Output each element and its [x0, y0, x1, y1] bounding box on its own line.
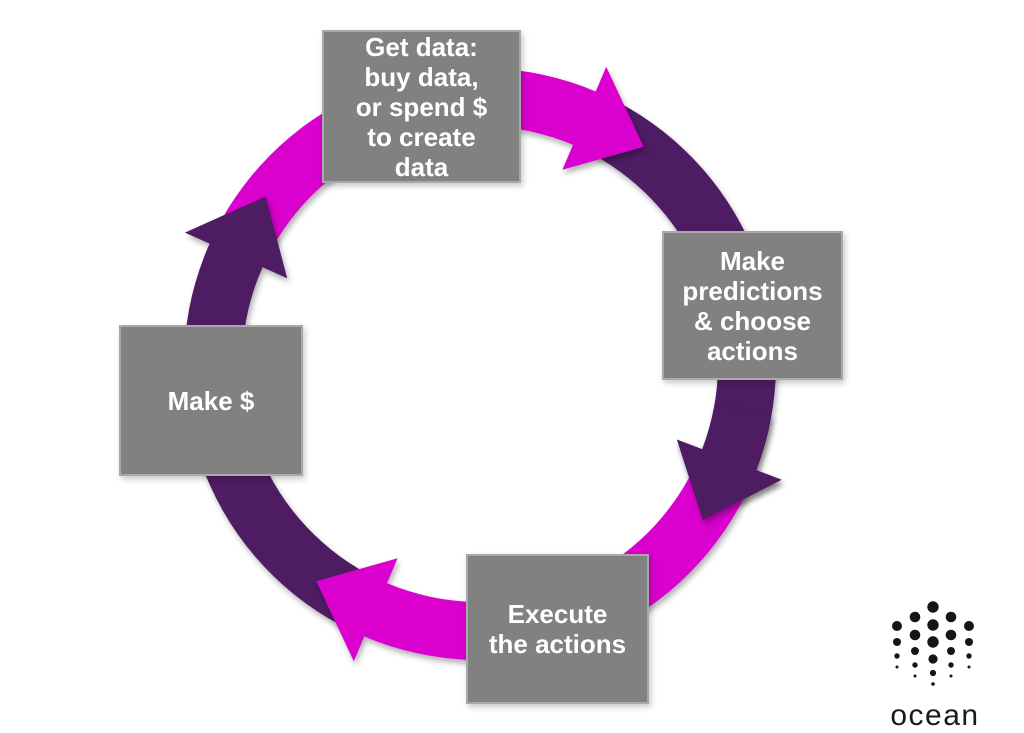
ocean-logo-dot — [927, 601, 939, 613]
ocean-logo-text: ocean — [890, 699, 980, 732]
ocean-logo-dot — [909, 611, 921, 623]
ocean-logo-dot — [945, 611, 957, 623]
box-get-data-label: Get data: buy data, or spend $ to create… — [355, 31, 488, 182]
box-make-predictions: Make predictions & choose actions — [662, 231, 843, 380]
ocean-logo-dot — [966, 653, 972, 659]
ocean-logo-dot — [894, 653, 900, 659]
ocean-logo-dot — [893, 638, 901, 646]
box-execute-actions-label: Execute the actions — [488, 599, 627, 659]
ocean-logo-dot — [928, 654, 938, 664]
ocean-logo-dot — [947, 647, 955, 655]
box-execute-actions: Execute the actions — [466, 554, 649, 704]
ocean-logo: ocean — [878, 593, 992, 733]
ocean-logo-dot — [945, 629, 957, 641]
ocean-logo-dot — [892, 621, 902, 631]
ocean-logo-dot — [949, 674, 953, 678]
box-make-money-label: Make $ — [167, 385, 255, 416]
ocean-logo-dot — [967, 665, 971, 669]
ocean-logo-dot — [927, 619, 939, 631]
ocean-logo-icon — [892, 601, 974, 686]
ocean-logo-dot — [929, 669, 937, 677]
cycle-arrow-left — [183, 196, 369, 626]
ocean-logo-dot — [913, 674, 917, 678]
ocean-logo-dot — [965, 638, 973, 646]
box-make-predictions-label: Make predictions & choose actions — [682, 245, 823, 366]
cycle-arrow-right-head — [677, 405, 782, 520]
box-get-data: Get data: buy data, or spend $ to create… — [322, 30, 521, 183]
ocean-logo-dot — [912, 662, 918, 668]
ocean-logo-dot — [948, 662, 954, 668]
ocean-logo-dot — [895, 665, 899, 669]
ocean-logo-dot — [964, 621, 974, 631]
box-make-money: Make $ — [119, 325, 303, 476]
ocean-logo-dot — [931, 682, 935, 686]
ocean-logo-dot — [909, 629, 921, 641]
ocean-logo-dot — [911, 647, 919, 655]
ocean-logo-dot — [927, 636, 939, 648]
